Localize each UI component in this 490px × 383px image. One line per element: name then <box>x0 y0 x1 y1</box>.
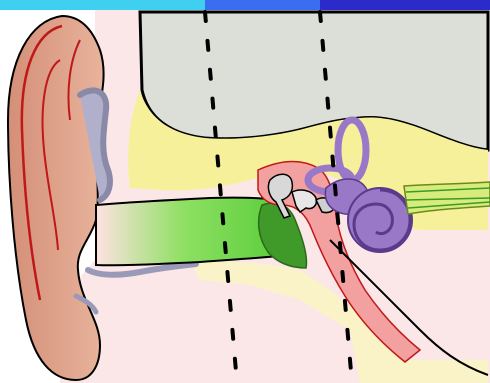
pinna <box>8 16 104 380</box>
cochlea <box>348 188 412 252</box>
